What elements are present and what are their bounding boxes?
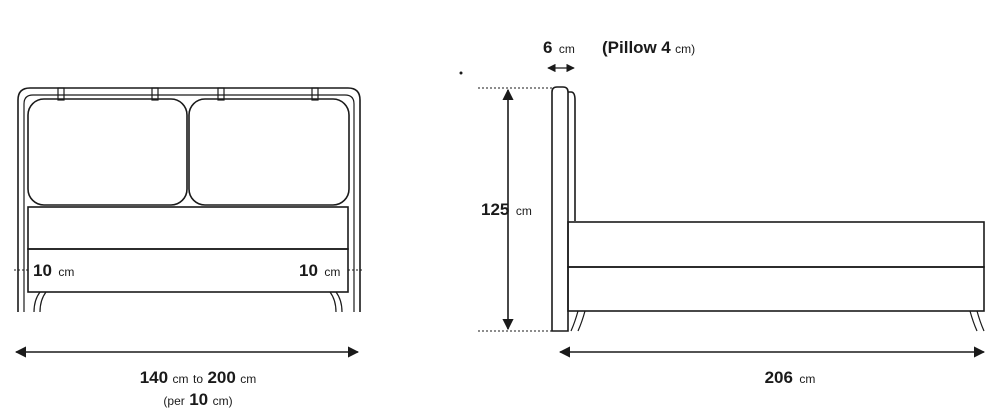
- front-leg-right: [329, 291, 343, 313]
- side-leg-head: [570, 310, 586, 332]
- front-mattress: [27, 206, 349, 250]
- right-offset-label: 10 cm: [299, 261, 340, 280]
- pillow-strap-3: [217, 87, 225, 101]
- front-headboard-frame: [17, 87, 361, 312]
- side-view: 6 cm (Pillow 4 cm) 125 cm 206: [459, 38, 986, 387]
- side-headboard: [551, 86, 569, 332]
- headboard-thickness-label: 6 cm: [543, 38, 575, 57]
- pillow-thickness-label: (Pillow 4 cm): [602, 38, 695, 57]
- side-bed-base: [567, 266, 985, 312]
- height-label: 125 cm: [481, 200, 532, 219]
- side-length-label: 206 cm: [765, 368, 816, 387]
- front-pillow-left: [27, 98, 188, 206]
- front-leg-left: [33, 291, 47, 313]
- front-width-label: 140 cm to 200 cm: [140, 368, 257, 387]
- side-mattress: [567, 221, 985, 268]
- front-view: 10 cm 10 cm 140 cm to 200 cm (per 10 cm): [14, 87, 364, 409]
- left-offset-label: 10 cm: [33, 261, 74, 280]
- stray-dot: [459, 71, 463, 75]
- pillow-strap-1: [57, 87, 65, 101]
- pillow-strap-2: [151, 87, 159, 101]
- pillow-strap-4: [311, 87, 319, 101]
- front-width-step-label: (per 10 cm): [163, 390, 232, 409]
- side-leg-foot: [969, 310, 985, 332]
- side-pillow: [568, 91, 576, 221]
- front-pillow-right: [188, 98, 350, 206]
- front-headboard-inner: [23, 94, 355, 312]
